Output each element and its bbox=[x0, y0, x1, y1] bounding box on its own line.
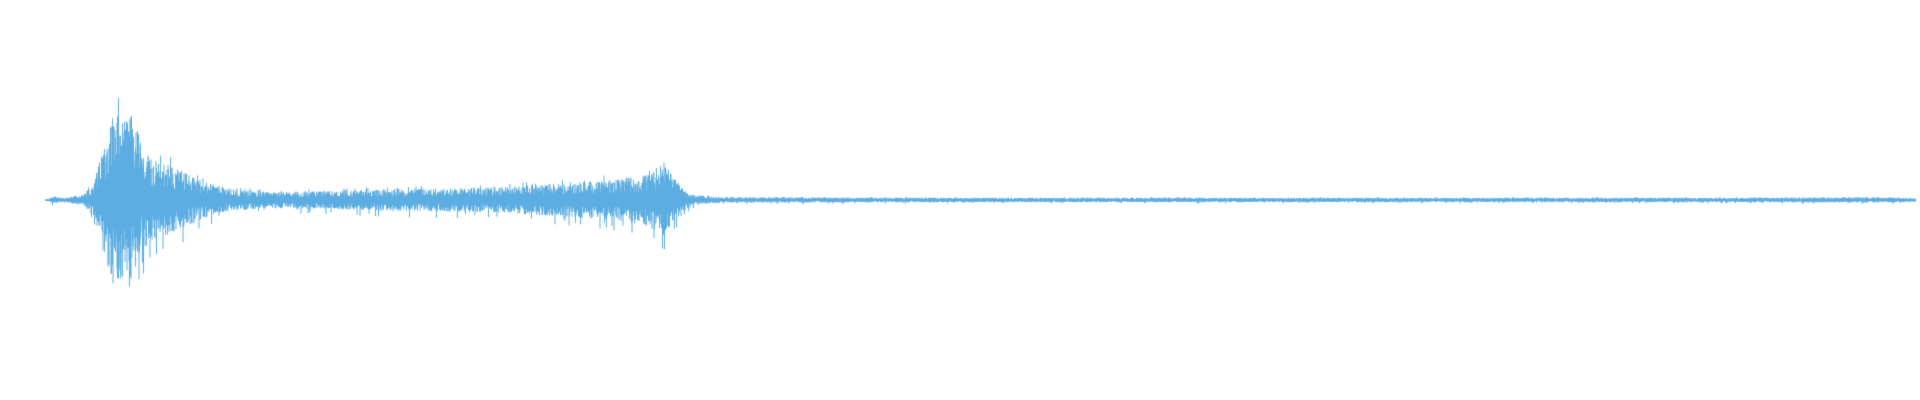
waveform-panel bbox=[0, 0, 1920, 400]
audio-waveform[interactable] bbox=[0, 0, 1920, 400]
